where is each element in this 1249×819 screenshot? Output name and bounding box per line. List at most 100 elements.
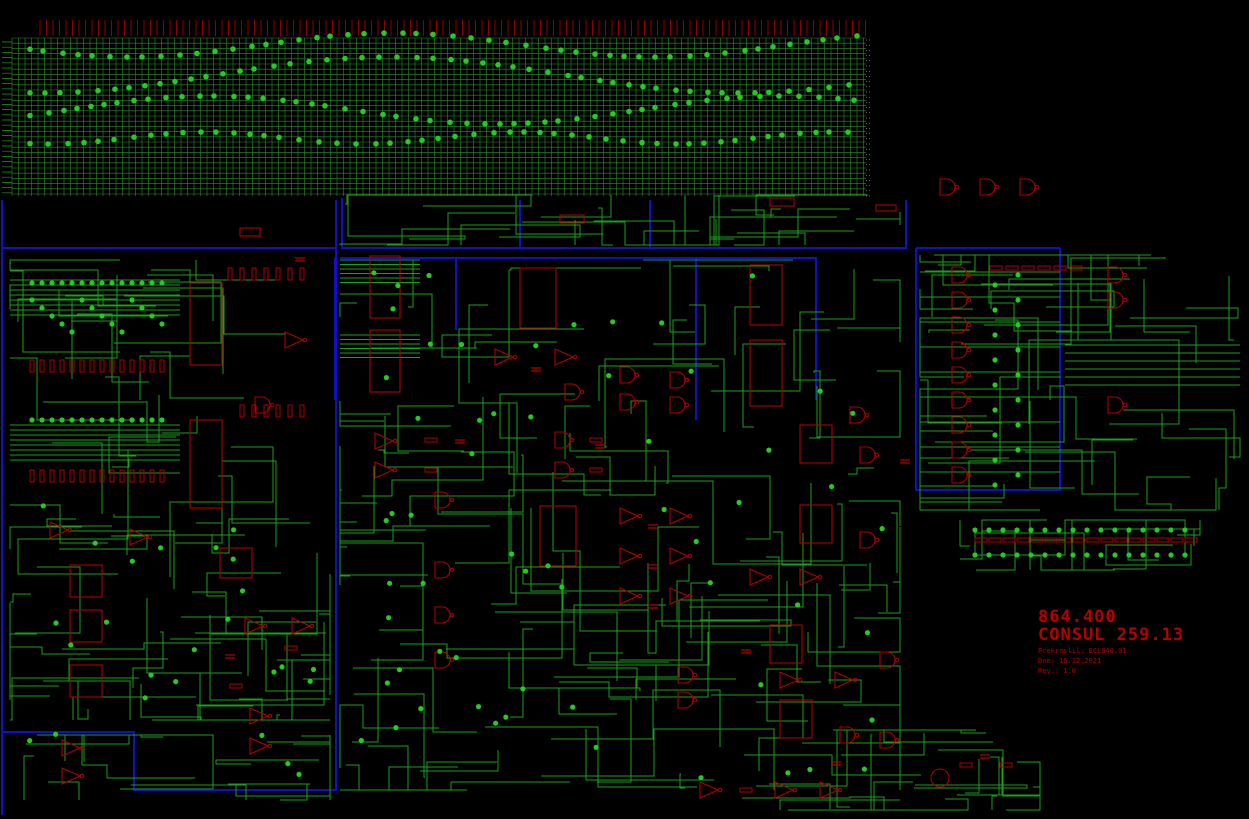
matrix-diode bbox=[194, 50, 200, 57]
wire bbox=[562, 553, 649, 611]
matrix-diode bbox=[750, 135, 756, 142]
junction-dot bbox=[1015, 397, 1021, 403]
resistor bbox=[129, 469, 135, 483]
logic-gate bbox=[951, 366, 968, 384]
ic-chip bbox=[769, 197, 795, 207]
matrix-diode bbox=[88, 103, 94, 110]
matrix-diode bbox=[654, 140, 660, 147]
matrix-diode bbox=[558, 47, 564, 53]
capacitor bbox=[531, 367, 541, 372]
wire bbox=[661, 598, 792, 627]
capacitor bbox=[980, 754, 990, 759]
matrix-diode bbox=[673, 141, 679, 147]
matrix-diode bbox=[468, 35, 474, 41]
wire bbox=[598, 207, 613, 246]
wire bbox=[354, 693, 425, 778]
matrix-diode bbox=[686, 141, 692, 147]
wire bbox=[709, 208, 850, 245]
wire bbox=[773, 531, 867, 566]
inverter-bubble bbox=[67, 527, 73, 533]
ic-chip bbox=[559, 214, 585, 224]
resistor bbox=[139, 359, 145, 373]
wire bbox=[985, 283, 1112, 424]
resistor bbox=[29, 359, 35, 373]
wire bbox=[10, 357, 135, 421]
ic-chip bbox=[69, 564, 103, 598]
wire bbox=[1143, 279, 1190, 333]
wire bbox=[131, 784, 247, 800]
junction-dot bbox=[420, 580, 426, 586]
inverter-bubble bbox=[572, 354, 578, 360]
junction-dot bbox=[119, 417, 125, 423]
wire bbox=[301, 735, 331, 792]
matrix-diode bbox=[673, 87, 679, 93]
capacitor bbox=[455, 439, 465, 444]
ic-chip bbox=[519, 267, 557, 329]
wire bbox=[195, 260, 275, 281]
matrix-diode bbox=[480, 60, 486, 66]
junction-dot bbox=[1028, 527, 1034, 533]
ic-chip bbox=[799, 424, 833, 464]
logic-gate bbox=[554, 461, 571, 479]
junction-dot bbox=[1056, 527, 1062, 533]
resistor bbox=[1086, 537, 1100, 543]
junction-dot bbox=[693, 538, 699, 545]
matrix-diode bbox=[95, 138, 101, 145]
junction-dot bbox=[296, 771, 302, 778]
matrix-diode bbox=[718, 139, 724, 145]
matrix-diode bbox=[834, 35, 840, 41]
junction-dot bbox=[659, 320, 665, 326]
wire bbox=[893, 527, 901, 583]
junction-dot bbox=[698, 775, 704, 781]
wire bbox=[132, 631, 164, 688]
wire bbox=[17, 450, 129, 575]
matrix-diode bbox=[626, 108, 632, 115]
wire bbox=[9, 620, 50, 700]
wire bbox=[460, 224, 581, 245]
junction-dot bbox=[972, 527, 978, 533]
matrix-diode bbox=[565, 72, 571, 79]
logic-gate bbox=[879, 731, 896, 749]
inverter bbox=[834, 671, 855, 689]
junction-dot bbox=[231, 527, 237, 533]
logic-gate-bubble bbox=[966, 397, 972, 403]
junction-dot bbox=[646, 438, 652, 444]
junction-dot bbox=[1015, 447, 1021, 453]
wire bbox=[211, 518, 289, 554]
matrix-diode bbox=[765, 133, 771, 140]
resistor bbox=[1044, 537, 1058, 543]
junction-dot bbox=[437, 648, 443, 655]
matrix-diode bbox=[287, 61, 293, 67]
matrix-diode bbox=[737, 94, 743, 101]
junction-dot bbox=[39, 417, 45, 423]
wire bbox=[769, 783, 831, 809]
matrix-diode bbox=[845, 129, 851, 135]
junction-dot bbox=[68, 642, 74, 648]
wire bbox=[509, 267, 641, 271]
resistor bbox=[1170, 537, 1184, 543]
wire bbox=[1091, 439, 1133, 485]
wire bbox=[672, 319, 712, 365]
matrix-diode bbox=[776, 93, 782, 99]
wire bbox=[162, 416, 198, 434]
row-inputs bbox=[2, 41, 12, 194]
logic-gate-bubble bbox=[1034, 184, 1040, 190]
wire bbox=[766, 556, 780, 634]
inverter bbox=[779, 671, 800, 689]
wire bbox=[522, 219, 717, 246]
matrix-diode bbox=[652, 54, 658, 60]
junction-dot bbox=[159, 321, 165, 327]
matrix-diode bbox=[260, 95, 266, 102]
wire bbox=[347, 195, 466, 240]
resistor bbox=[1184, 537, 1198, 543]
wire-bundle bbox=[10, 279, 180, 316]
wire bbox=[856, 212, 901, 225]
junction-dot bbox=[986, 527, 992, 533]
matrix-diode bbox=[334, 140, 340, 146]
wire bbox=[971, 449, 1139, 495]
junction-dot bbox=[1015, 297, 1021, 303]
wire bbox=[339, 413, 451, 427]
inverter bbox=[619, 587, 640, 605]
transistor bbox=[930, 768, 950, 788]
wire bbox=[920, 460, 1095, 511]
